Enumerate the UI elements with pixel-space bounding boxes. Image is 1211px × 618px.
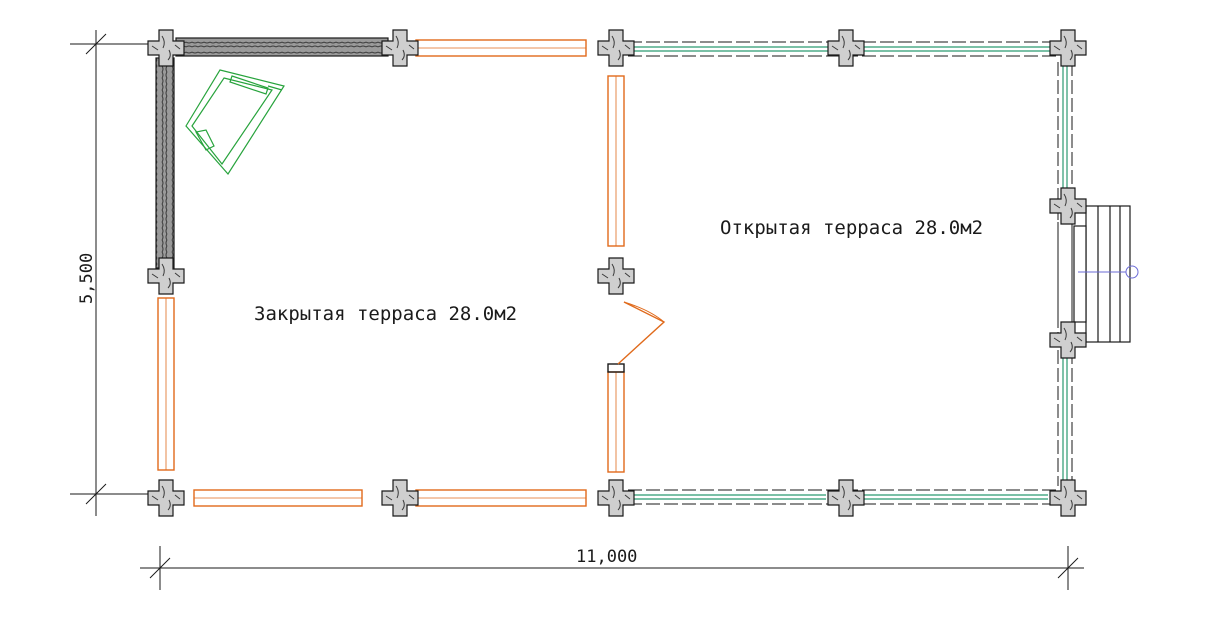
post-6	[147, 257, 185, 295]
post-grain	[1053, 327, 1083, 353]
post-grain	[151, 485, 181, 511]
dimension-lines	[70, 30, 1084, 590]
post-grain	[831, 485, 861, 511]
post-12	[597, 479, 635, 517]
top-log-wall	[175, 37, 389, 57]
closed-terrace-label: Закрытая терраса 28.0м2	[254, 303, 517, 325]
post-grain	[601, 35, 631, 61]
window-frames	[157, 39, 666, 507]
post-grain	[1053, 35, 1083, 61]
post-8	[1049, 187, 1087, 225]
post-grain	[385, 485, 415, 511]
post-grain	[151, 263, 181, 289]
post-grain	[1053, 485, 1083, 511]
post-1	[147, 29, 185, 67]
post-5	[1049, 29, 1087, 67]
corner-furniture	[185, 69, 285, 175]
height-dimension-label: 5,500	[77, 253, 97, 304]
post-3	[597, 29, 635, 67]
post-10	[147, 479, 185, 517]
post-grain	[601, 485, 631, 511]
post-7	[597, 257, 635, 295]
post-grain	[151, 35, 181, 61]
axis-marker	[1078, 265, 1139, 279]
post-4	[827, 29, 865, 67]
post-grain	[385, 35, 415, 61]
log-walls	[155, 37, 389, 269]
posts	[147, 29, 1087, 517]
post-2	[381, 29, 419, 67]
left-log-wall	[155, 57, 175, 269]
post-14	[1049, 479, 1087, 517]
post-13	[827, 479, 865, 517]
entrance-steps	[1073, 205, 1131, 343]
door-swing	[617, 301, 666, 365]
post-grain	[601, 263, 631, 289]
post-11	[381, 479, 419, 517]
post-grain	[831, 35, 861, 61]
door-jamb	[607, 363, 625, 373]
railings	[628, 41, 1073, 505]
open-terrace-label: Открытая терраса 28.0м2	[720, 217, 983, 239]
post-9	[1049, 321, 1087, 359]
post-grain	[1053, 193, 1083, 219]
width-dimension-label: 11,000	[576, 547, 637, 567]
